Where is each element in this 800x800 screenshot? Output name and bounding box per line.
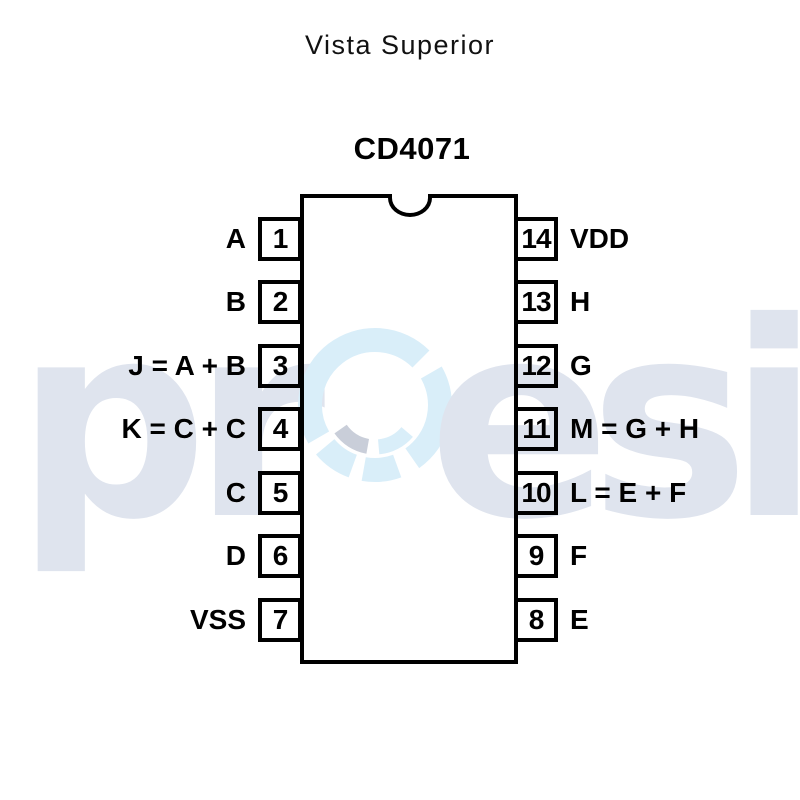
- pin-row-3: J = A + B 3: [128, 344, 302, 388]
- pin-box: 5: [258, 471, 302, 515]
- pin-label: F: [570, 540, 588, 571]
- pin-box: 1: [258, 217, 302, 261]
- pin-row-12: 12 G: [514, 344, 592, 388]
- pin-label: VSS: [189, 604, 246, 635]
- pin-box: 14: [514, 217, 558, 261]
- pin-box: 3: [258, 344, 302, 388]
- pin-box: 9: [514, 534, 558, 578]
- pin-row-10: 10 L = E + F: [514, 471, 686, 515]
- pin-row-7: VSS 7: [190, 598, 302, 642]
- pin-box: 8: [514, 598, 558, 642]
- pin-label: C: [225, 477, 246, 508]
- pin-label: K = C + C: [121, 413, 246, 444]
- pin-box: 10: [514, 471, 558, 515]
- pin-label: L = E + F: [570, 477, 687, 508]
- pin-box: 7: [258, 598, 302, 642]
- chip-notch-icon: [388, 194, 432, 217]
- pin-label: M = G + H: [570, 413, 700, 444]
- chip-name: CD4071: [353, 131, 471, 166]
- pin-row-13: 13 H: [514, 280, 590, 324]
- pin-row-4: K = C + C 4: [122, 407, 302, 451]
- pin-label: J = A + B: [128, 350, 246, 381]
- pin-label: A: [225, 223, 246, 254]
- pin-label: H: [570, 286, 591, 317]
- pin-label: E: [570, 604, 589, 635]
- pin-row-5: C 5: [226, 471, 302, 515]
- pin-row-14: 14 VDD: [514, 217, 629, 261]
- pin-box: 2: [258, 280, 302, 324]
- pin-box: 6: [258, 534, 302, 578]
- pin-row-1: A 1: [226, 217, 302, 261]
- page-title: Vista Superior: [304, 30, 496, 60]
- pin-box: 12: [514, 344, 558, 388]
- pin-label: VDD: [570, 223, 630, 254]
- pin-label: G: [570, 350, 592, 381]
- chip-body: [300, 194, 518, 664]
- pin-row-8: 8 E: [514, 598, 589, 642]
- pin-row-6: D 6: [226, 534, 302, 578]
- pin-label: B: [225, 286, 246, 317]
- pin-label: D: [225, 540, 246, 571]
- pin-box: 13: [514, 280, 558, 324]
- pin-row-2: B 2: [226, 280, 302, 324]
- pin-box: 4: [258, 407, 302, 451]
- pin-row-11: 11 M = G + H: [514, 407, 699, 451]
- pin-box: 11: [514, 407, 558, 451]
- pin-row-9: 9 F: [514, 534, 587, 578]
